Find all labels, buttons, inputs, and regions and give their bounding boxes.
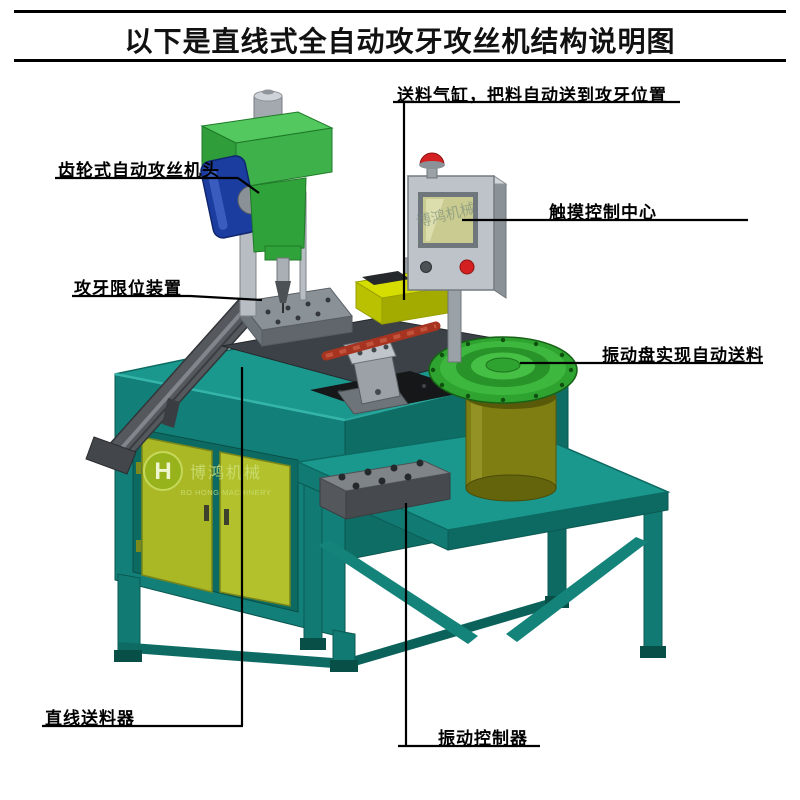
vibration-bowl-graphic: [428, 336, 578, 502]
label-vibration-controller: 振动控制器: [438, 729, 528, 748]
title-rule-top: [14, 10, 786, 13]
label-vibration-bowl: 振动盘实现自动送料: [602, 346, 764, 365]
brand-watermark-en: BO HONG MACHINERY: [181, 488, 272, 497]
door-handle-left: [204, 505, 209, 521]
label-limit-device: 攻牙限位装置: [74, 279, 182, 298]
title-rule-bottom: [14, 59, 786, 62]
brand-logo-circle: [143, 451, 183, 491]
chuck: [275, 281, 291, 303]
cabinet: H 博鸿机械 BO HONG MACHINERY: [132, 427, 299, 613]
linear-feeder-graphic: [85, 294, 269, 475]
label-tapping-head: 齿轮式自动攻丝机头: [58, 161, 220, 180]
label-touch-control: 触摸控制中心: [549, 203, 657, 222]
control-panel-graphic: 博鸿机械: [406, 152, 508, 363]
motor-graphic: [200, 155, 259, 239]
tapping-head-graphic: [200, 89, 334, 317]
panel-knob: [420, 261, 432, 273]
limit-device-graphic: [239, 287, 353, 348]
brand-watermark-cn: 博鸿机械: [190, 464, 262, 482]
brand-logo-letter: H: [154, 458, 171, 485]
label-feed-cylinder: 送料气缸，把料自动送到攻牙位置: [397, 86, 667, 105]
bowl-rim-holes: [430, 337, 574, 403]
door-handle-right: [224, 509, 229, 525]
tapping-rod: [321, 321, 441, 361]
diagram-title: 以下是直线式全自动攻牙攻丝机结构说明图: [124, 26, 676, 57]
vibration-controller-graphic: [318, 459, 452, 520]
label-linear-feeder: 直线送料器: [45, 709, 135, 728]
emergency-button: [459, 259, 475, 275]
